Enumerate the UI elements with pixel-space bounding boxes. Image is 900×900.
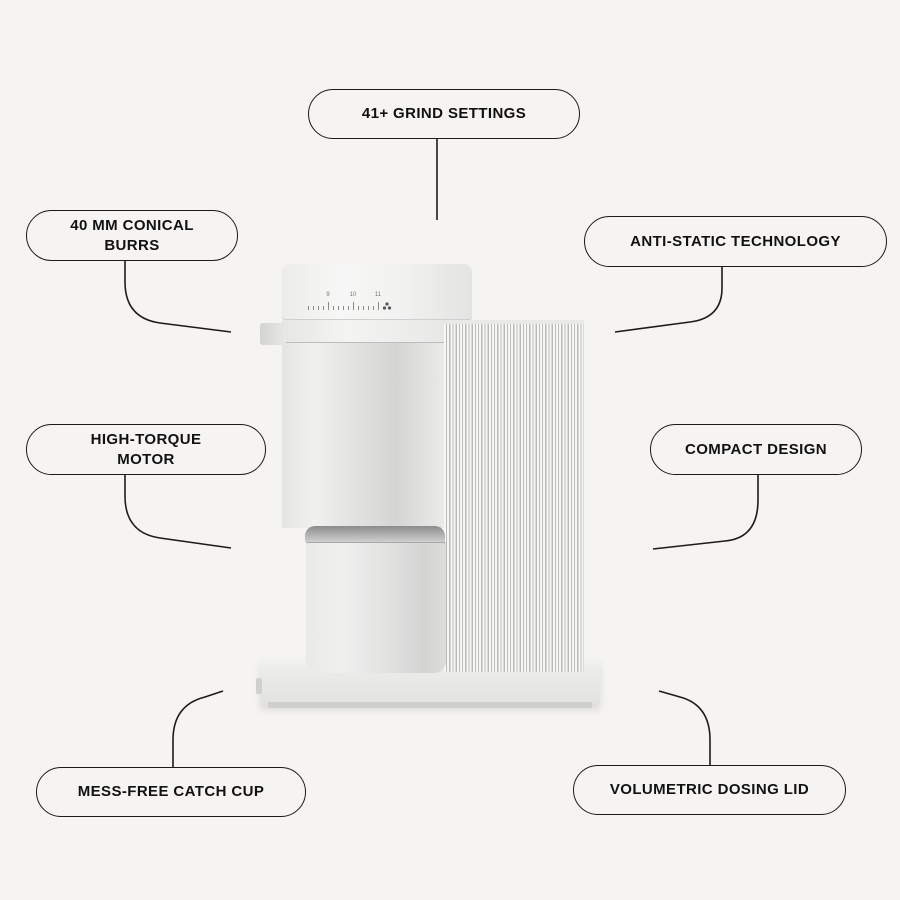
- callout-conical-burrs: 40 MM CONICAL BURRS: [26, 210, 238, 261]
- callout-anti-static: ANTI-STATIC TECHNOLOGY: [584, 216, 887, 267]
- callout-label: ANTI-STATIC TECHNOLOGY: [630, 232, 841, 250]
- catch-cup-lid: [305, 526, 445, 542]
- burr-collar: [282, 320, 444, 343]
- callout-label: 40 MM CONICAL BURRS: [70, 216, 194, 254]
- connector-anti-static: [614, 266, 723, 333]
- catch-cup: [306, 542, 446, 673]
- grind-scale: 9 10 11: [306, 292, 406, 310]
- callout-catch-cup: MESS-FREE CATCH CUP: [36, 767, 306, 817]
- connector-compact-design: [652, 474, 759, 550]
- callout-dosing-lid: VOLUMETRIC DOSING LID: [573, 765, 846, 815]
- scale-label: 9: [326, 292, 330, 298]
- callout-label: MESS-FREE CATCH CUP: [77, 783, 265, 800]
- callout-label: 41+ GRIND SETTINGS: [361, 105, 527, 122]
- callout-label: VOLUMETRIC DOSING LID: [609, 781, 810, 798]
- motor-body: [282, 342, 444, 528]
- grinder-base-foot: [268, 702, 592, 708]
- connector-high-torque-motor: [124, 474, 232, 549]
- hopper-tab: [260, 323, 286, 345]
- callout-label: COMPACT DESIGN: [685, 440, 827, 458]
- connector-catch-cup: [172, 690, 224, 768]
- grind-dial: 9 10 11: [282, 264, 472, 320]
- connector-dosing-lid: [658, 690, 711, 766]
- power-button: [256, 678, 262, 694]
- connector-conical-burrs: [124, 260, 232, 333]
- scale-label: 11: [374, 292, 382, 298]
- callout-label: HIGH-TORQUE MOTOR: [90, 430, 202, 468]
- callout-grind-settings: 41+ GRIND SETTINGS: [308, 89, 580, 139]
- ribbed-housing: [444, 320, 584, 672]
- callout-high-torque-motor: HIGH-TORQUE MOTOR: [26, 424, 266, 475]
- bean-cluster-icon: [382, 302, 392, 310]
- scale-label: 10: [349, 292, 357, 298]
- callout-compact-design: COMPACT DESIGN: [650, 424, 862, 475]
